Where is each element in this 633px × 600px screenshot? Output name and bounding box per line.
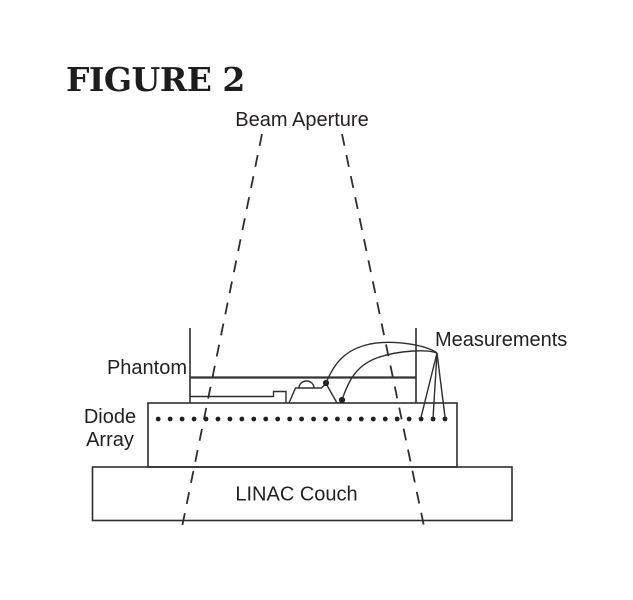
- measurement-fan-line-3: [436, 352, 446, 418]
- diode-dot: [430, 416, 436, 422]
- diode-dot: [287, 416, 293, 422]
- diode-array-box: [147, 402, 458, 468]
- diode-dots-row: [155, 416, 448, 422]
- measurement-fan-line-1: [420, 352, 438, 418]
- figure-title: FIGURE 2: [66, 60, 245, 99]
- diode-dot: [167, 416, 173, 422]
- diode-dot: [358, 416, 364, 422]
- diode-dot: [347, 416, 352, 422]
- diode-dot: [442, 416, 448, 422]
- measurement-curve-lower: [341, 350, 438, 401]
- diode-dot: [191, 416, 197, 422]
- diode-dot: [275, 416, 281, 422]
- diode-dot: [251, 416, 257, 422]
- diode-dot: [155, 416, 161, 422]
- beam-edge-right-dashed-line: [341, 133, 426, 532]
- diode-dot: [394, 416, 400, 422]
- diode-dot: [418, 416, 424, 422]
- diode-dot: [227, 416, 233, 422]
- device-wedge: [288, 382, 338, 404]
- phantom-label: Phantom: [107, 357, 187, 379]
- diode-dot: [299, 416, 304, 422]
- diode-dot: [215, 416, 221, 422]
- diode-dot: [311, 416, 316, 422]
- diode-dot: [203, 416, 209, 422]
- phantom-shelf-step: [190, 390, 287, 403]
- diode-dot: [370, 416, 376, 422]
- beam-edge-left-dashed-line: [180, 133, 263, 533]
- beam-aperture-label: Beam Aperture: [235, 109, 368, 131]
- diode-array-label-line2: Array: [86, 429, 134, 451]
- diode-array-label-line1: Diode: [84, 406, 136, 428]
- diode-dot: [263, 416, 269, 422]
- diode-dot: [239, 416, 245, 422]
- diode-dot: [406, 416, 412, 422]
- diode-dot: [323, 416, 328, 422]
- measurement-curve-upper: [325, 341, 438, 384]
- device-dome: [298, 380, 315, 389]
- linac-couch-label: LINAC Couch: [235, 484, 357, 506]
- diode-dot: [179, 416, 185, 422]
- measurements-label: Measurements: [435, 329, 567, 351]
- diode-dot: [335, 416, 340, 422]
- diode-dot: [382, 416, 388, 422]
- measurement-fan-line-2: [432, 352, 438, 418]
